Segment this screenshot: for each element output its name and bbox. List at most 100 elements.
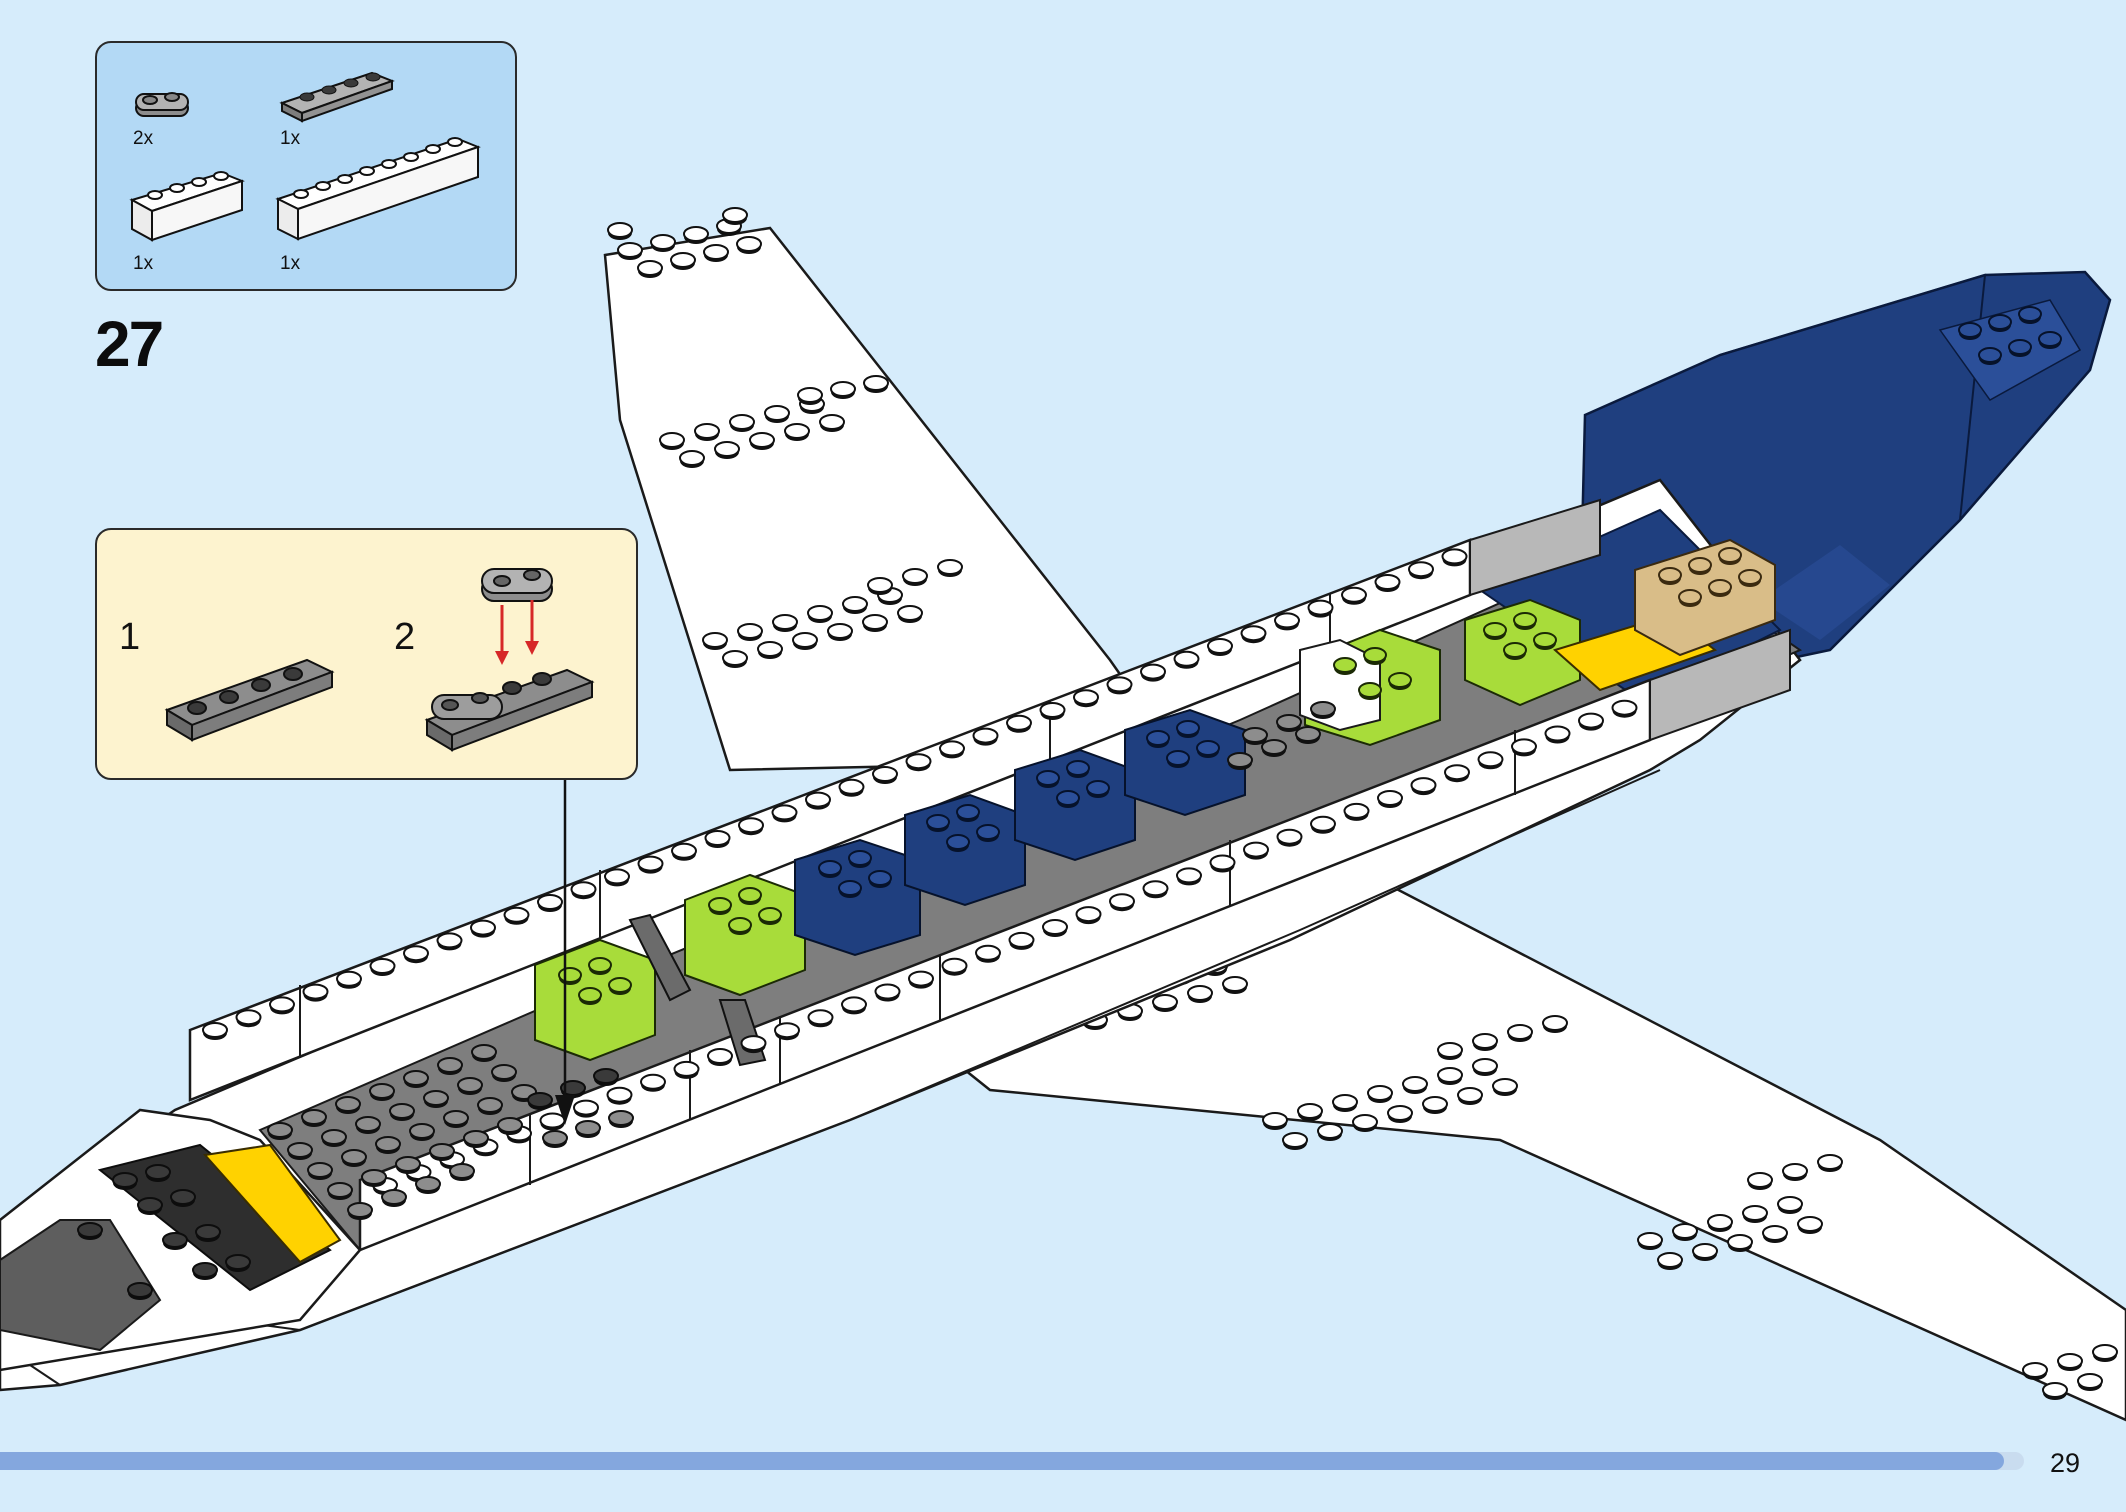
gray-plate-1x4-icon xyxy=(279,71,395,123)
stud-icon xyxy=(1958,322,1982,341)
stud-icon xyxy=(1086,780,1110,799)
stud-icon xyxy=(679,450,705,469)
stud-icon xyxy=(1387,1105,1413,1124)
stud-icon xyxy=(1727,1234,1753,1253)
stud-icon xyxy=(437,1057,463,1076)
stud-icon xyxy=(436,932,463,952)
stud-icon xyxy=(1672,1223,1698,1242)
stud-icon xyxy=(497,1117,523,1136)
stud-icon xyxy=(1066,760,1090,779)
stud-icon xyxy=(375,1136,401,1155)
stud-icon xyxy=(1187,985,1213,1004)
stud-icon xyxy=(1533,632,1557,651)
stud-icon xyxy=(1441,548,1468,568)
stud-icon xyxy=(714,441,740,460)
stud-icon xyxy=(1388,672,1412,691)
stud-icon xyxy=(608,977,632,996)
stud-icon xyxy=(1437,1042,1463,1061)
stud-icon xyxy=(1297,1103,1323,1122)
stud-icon xyxy=(673,1060,700,1080)
stud-icon xyxy=(1333,657,1357,676)
white-brick-1x8-icon xyxy=(275,137,481,241)
stud-icon xyxy=(1310,701,1336,720)
stud-icon xyxy=(1988,314,2012,333)
stud-icon xyxy=(1718,547,1742,566)
stud-icon xyxy=(2018,306,2042,325)
stud-icon xyxy=(897,605,923,624)
gray-round-plate-1x2-icon xyxy=(135,92,189,117)
stud-icon xyxy=(471,1044,497,1063)
parts-qty-2: 1x xyxy=(280,128,301,149)
stud-icon xyxy=(1196,740,1220,759)
stud-icon xyxy=(1056,790,1080,809)
stud-icon xyxy=(848,850,872,869)
step-number: 27 xyxy=(95,308,164,380)
stud-icon xyxy=(830,381,856,400)
stud-icon xyxy=(192,1262,218,1281)
stud-icon xyxy=(1408,561,1434,581)
stud-icon xyxy=(728,917,752,936)
stud-icon xyxy=(926,814,950,833)
stud-icon xyxy=(558,967,582,986)
stud-icon xyxy=(1243,841,1269,861)
stud-icon xyxy=(369,1083,395,1102)
stud-icon xyxy=(1295,726,1321,745)
stud-icon xyxy=(301,1109,327,1128)
stud-icon xyxy=(842,596,868,615)
stud-icon xyxy=(170,1189,196,1208)
stud-icon xyxy=(905,753,932,773)
stud-icon xyxy=(908,970,934,990)
stud-icon xyxy=(575,1120,601,1139)
stud-icon xyxy=(1176,867,1202,887)
stud-icon xyxy=(722,207,748,226)
stud-icon xyxy=(347,1202,373,1221)
stud-icon xyxy=(2092,1344,2118,1363)
stud-icon xyxy=(1176,720,1200,739)
stud-icon xyxy=(757,641,783,660)
stud-icon xyxy=(807,1009,834,1029)
sub-step-2-assembly-icon xyxy=(424,568,595,752)
stud-icon xyxy=(1688,557,1712,576)
stud-icon xyxy=(863,375,889,394)
stud-icon xyxy=(1310,815,1336,835)
stud-icon xyxy=(1437,1067,1463,1086)
stud-icon xyxy=(827,623,853,642)
stud-icon xyxy=(1276,828,1303,848)
stud-icon xyxy=(403,1070,429,1089)
stud-icon xyxy=(637,855,664,875)
stud-icon xyxy=(1332,1094,1358,1113)
stud-icon xyxy=(939,740,965,760)
stud-icon xyxy=(941,957,968,977)
stud-icon xyxy=(650,234,676,253)
stud-icon xyxy=(1106,676,1133,696)
stud-icon xyxy=(267,1122,293,1141)
stud-icon xyxy=(738,887,762,906)
stud-icon xyxy=(694,423,720,442)
stud-icon xyxy=(874,983,901,1003)
stud-icon xyxy=(542,1130,568,1149)
stud-icon xyxy=(1109,893,1135,913)
stud-icon xyxy=(975,944,1001,964)
stud-icon xyxy=(1140,663,1166,683)
stud-icon xyxy=(1777,1196,1803,1215)
assembly-callout-arrow xyxy=(555,780,575,1125)
stud-icon xyxy=(807,605,833,624)
stud-icon xyxy=(570,881,597,901)
stud-icon xyxy=(703,244,729,263)
stud-icon xyxy=(740,1035,767,1055)
stud-icon xyxy=(1978,347,2002,366)
stud-icon xyxy=(1367,1085,1393,1104)
stud-icon xyxy=(369,958,396,977)
stud-icon xyxy=(195,1224,221,1243)
stud-icon xyxy=(491,1064,517,1083)
stud-icon xyxy=(1707,1214,1733,1233)
stud-icon xyxy=(764,405,790,424)
stud-icon xyxy=(1637,1232,1663,1251)
stud-icon xyxy=(1207,638,1233,657)
stud-icon xyxy=(77,1222,103,1241)
stud-icon xyxy=(1542,1015,1568,1034)
stud-icon xyxy=(537,894,563,913)
stud-icon xyxy=(1658,567,1682,586)
stud-icon xyxy=(335,1096,361,1115)
stud-icon xyxy=(792,632,818,651)
